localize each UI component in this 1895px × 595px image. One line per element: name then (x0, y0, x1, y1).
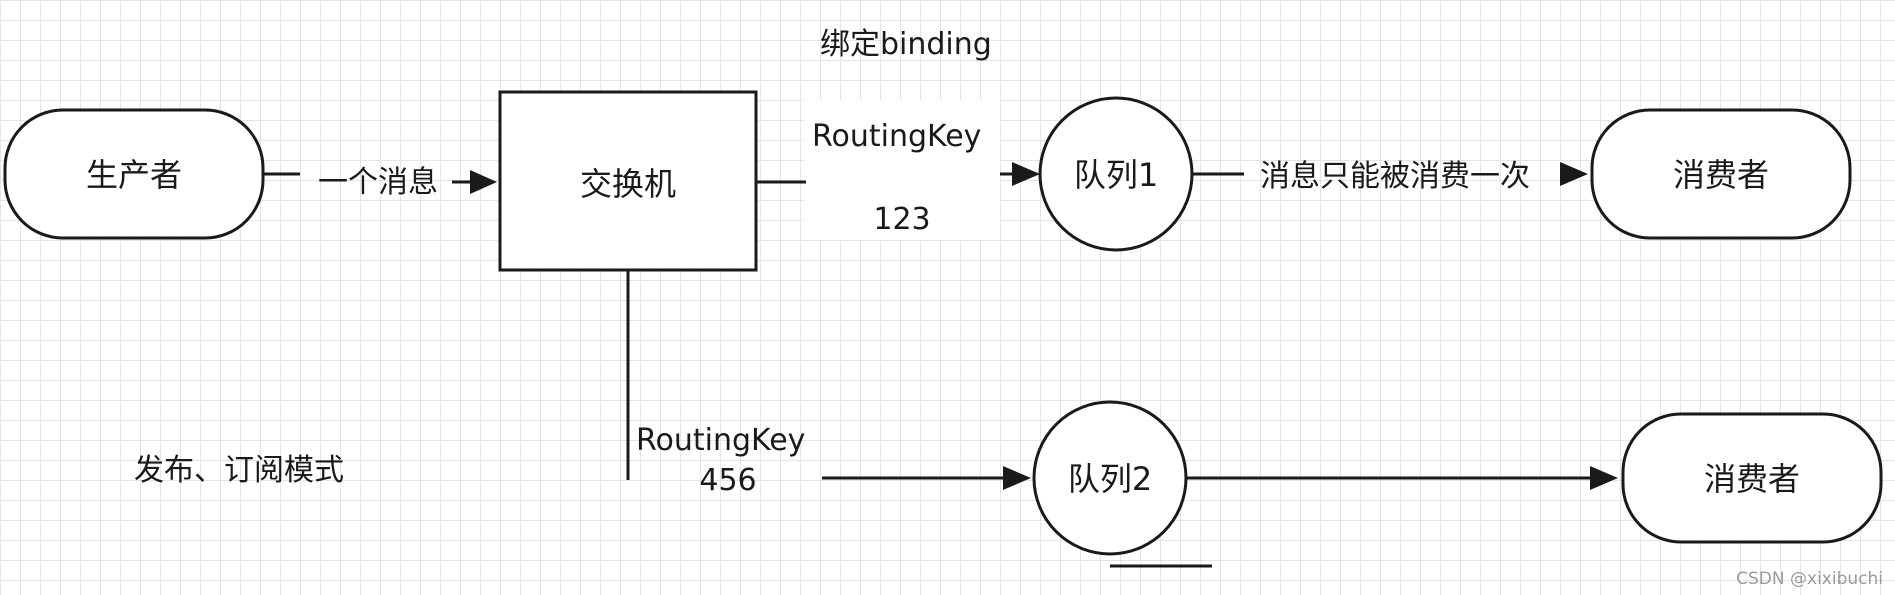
edge-label-consume-once: 消息只能被消费一次 (1260, 159, 1530, 194)
queue1-node: 队列1 (1038, 96, 1194, 252)
diagram-caption: 发布、订阅模式 (134, 453, 344, 488)
edge-label-one-message: 一个消息 (318, 165, 438, 200)
routing-key-2-value: 456 (699, 463, 756, 498)
arrowhead-icon (1560, 162, 1588, 186)
queue2-label: 队列2 (1068, 460, 1152, 498)
queue1-label: 队列1 (1074, 156, 1158, 194)
exchange-label-text: 交换机 (580, 165, 676, 203)
consumer2-node: 消费者 (1621, 412, 1883, 544)
exchange-node: 交换机 (498, 90, 758, 272)
binding-title: 绑定binding (820, 27, 992, 62)
consumer1-label: 消费者 (1673, 156, 1769, 194)
producer-label: 生产者 (86, 156, 182, 194)
arrowhead-icon (1003, 466, 1031, 490)
routing-key-1-value: 123 (873, 202, 930, 237)
queue2-node: 队列2 (1032, 400, 1212, 568)
edge-producer-exchange: 一个消息 (263, 165, 497, 200)
consumer1-node: 消费者 (1590, 108, 1852, 240)
arrowhead-icon (1590, 466, 1618, 490)
routing-key-2-label: RoutingKey (636, 423, 805, 458)
arrowhead-icon (1012, 162, 1040, 186)
consumer2-label: 消费者 (1704, 460, 1800, 498)
edge-queue2-consumer2 (1186, 466, 1618, 490)
edge-queue1-consumer1: 消息只能被消费一次 (1192, 159, 1588, 194)
edge-exchange-queue1: RoutingKey 123 (756, 100, 1040, 240)
arrowhead-icon (470, 170, 497, 194)
producer-node: 生产者 (3, 108, 265, 240)
routing-key-1-label: RoutingKey (812, 119, 981, 154)
edge-exchange-queue2: RoutingKey 456 (626, 270, 1031, 498)
watermark: CSDN @xixibuchi (1736, 569, 1883, 589)
